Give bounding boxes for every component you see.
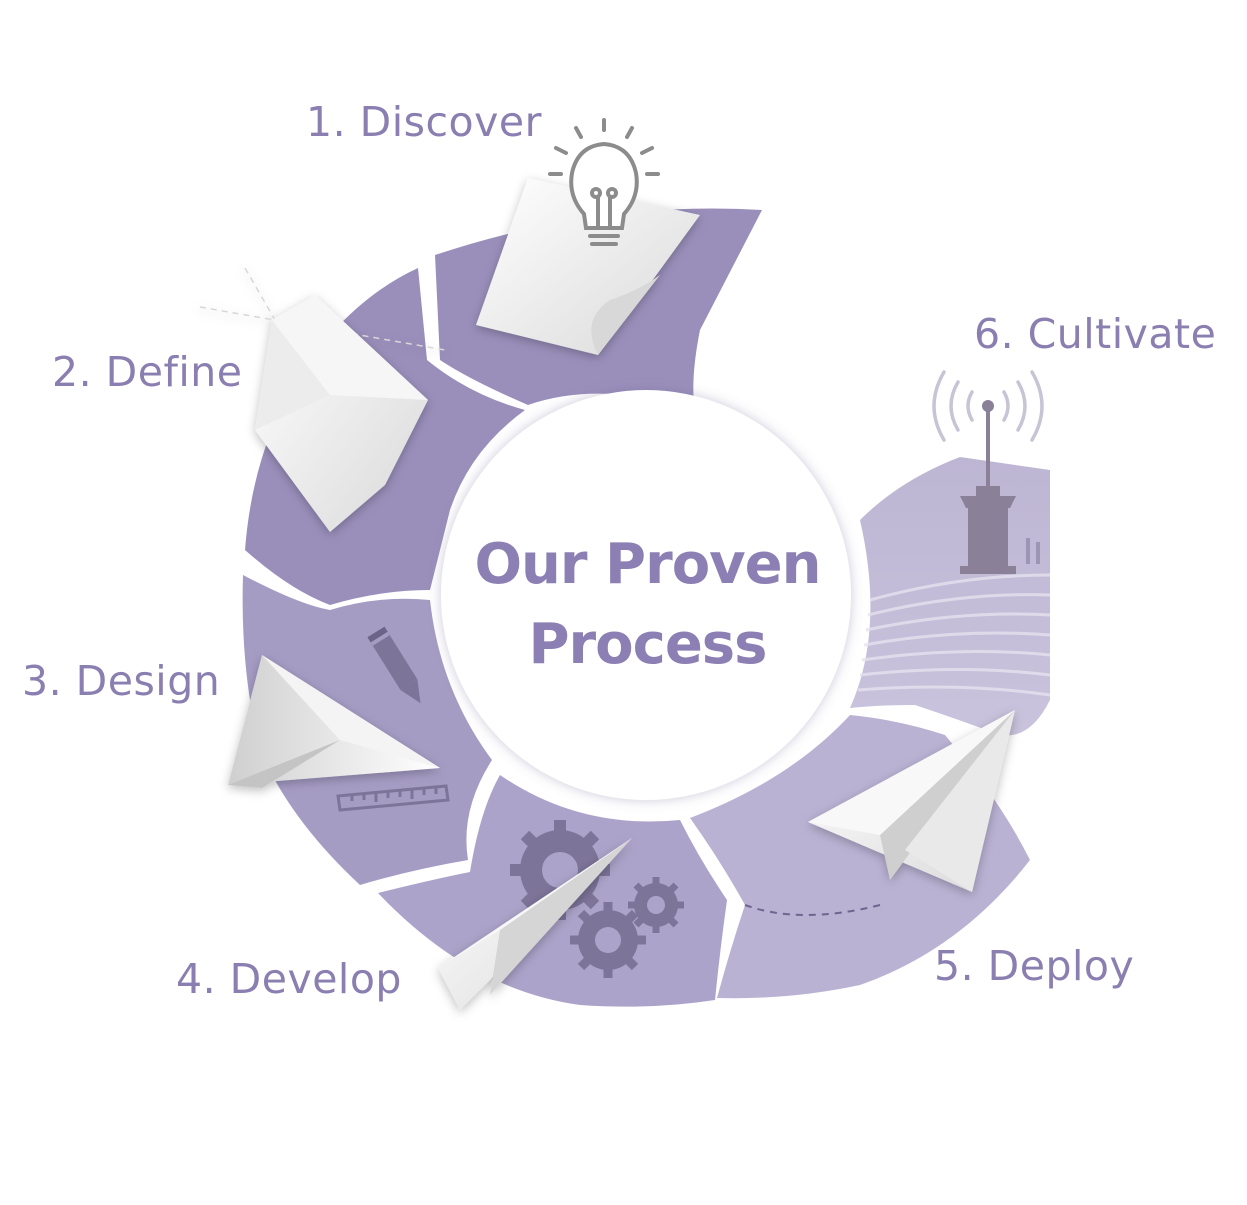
center-title-line1: Our Proven: [474, 532, 821, 597]
pencil-icon: [367, 626, 421, 704]
signal-tower-icon: [932, 370, 1044, 574]
step-label-cultivate: 6. Cultivate: [974, 310, 1217, 358]
center-title: Our Proven Process: [455, 525, 840, 685]
paper-plane-icon: [808, 710, 1015, 892]
design-paper-plane: [228, 655, 440, 788]
discover-paper: [476, 178, 700, 355]
define-paper: [199, 267, 446, 532]
center-title-line2: Process: [528, 612, 768, 677]
field-rows: [857, 573, 1051, 697]
step-label-design: 3. Design: [22, 657, 221, 705]
step-label-develop: 4. Develop: [176, 955, 402, 1003]
lightbulb-icon: [548, 118, 660, 246]
ruler-icon: [336, 784, 450, 812]
step-label-discover: 1. Discover: [306, 98, 542, 146]
step-label-define: 2. Define: [52, 348, 243, 396]
flight-path: [744, 904, 881, 916]
develop-paper-plane: [438, 838, 632, 1010]
step-label-deploy: 5. Deploy: [934, 942, 1135, 990]
